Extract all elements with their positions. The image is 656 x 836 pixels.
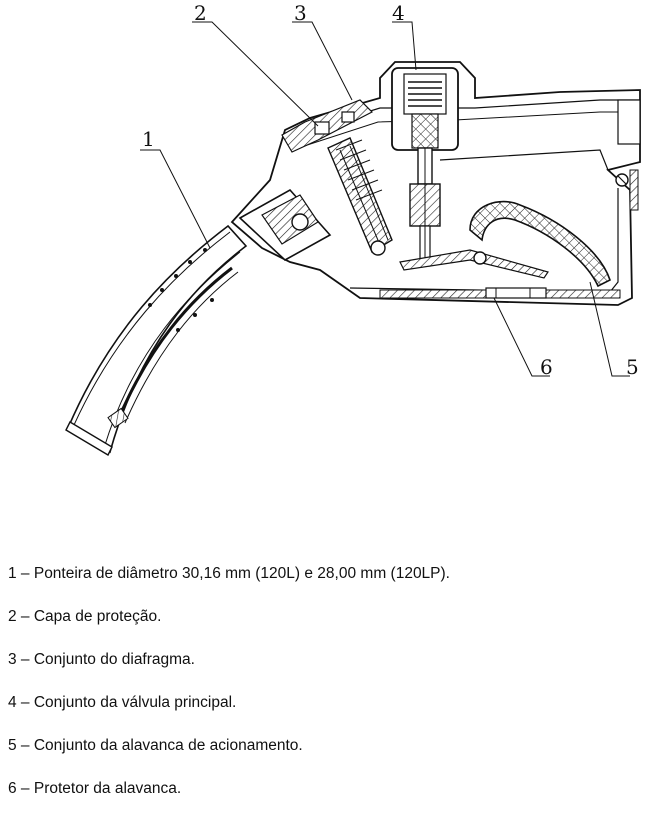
- main-valve-assembly: [391, 67, 459, 267]
- callout-4: 4: [392, 1, 405, 25]
- nozzle-cross-section-diagram: 1 2 3 4 5 6: [65, 1, 641, 456]
- callout-1: 1: [142, 127, 155, 151]
- leader-lines: [140, 21, 630, 377]
- legend-item-4: 4 – Conjunto da válvula principal.: [8, 694, 237, 711]
- legend-item-5: 5 – Conjunto da alavanca de acionamento.: [8, 737, 303, 754]
- lever-guard: [485, 287, 547, 299]
- legend-item-2: 2 – Capa de proteção.: [8, 608, 162, 625]
- spout-coupling: [238, 188, 332, 261]
- callout-3: 3: [294, 1, 307, 25]
- parts-legend: 1 – Ponteira de diâmetro 30,16 mm (120L)…: [8, 560, 648, 818]
- callout-5: 5: [626, 355, 639, 379]
- legend-item-3: 3 – Conjunto do diafragma.: [8, 651, 195, 668]
- operating-lever-assembly: [399, 200, 611, 288]
- callout-2: 2: [194, 1, 207, 25]
- spout-tip: [65, 224, 248, 456]
- legend-item-1: 1 – Ponteira de diâmetro 30,16 mm (120L)…: [8, 565, 450, 582]
- protective-cap: [281, 99, 374, 153]
- legend-item-6: 6 – Protetor da alavanca.: [8, 780, 182, 797]
- callout-6: 6: [540, 355, 553, 379]
- diaphragm-assembly: [327, 137, 393, 256]
